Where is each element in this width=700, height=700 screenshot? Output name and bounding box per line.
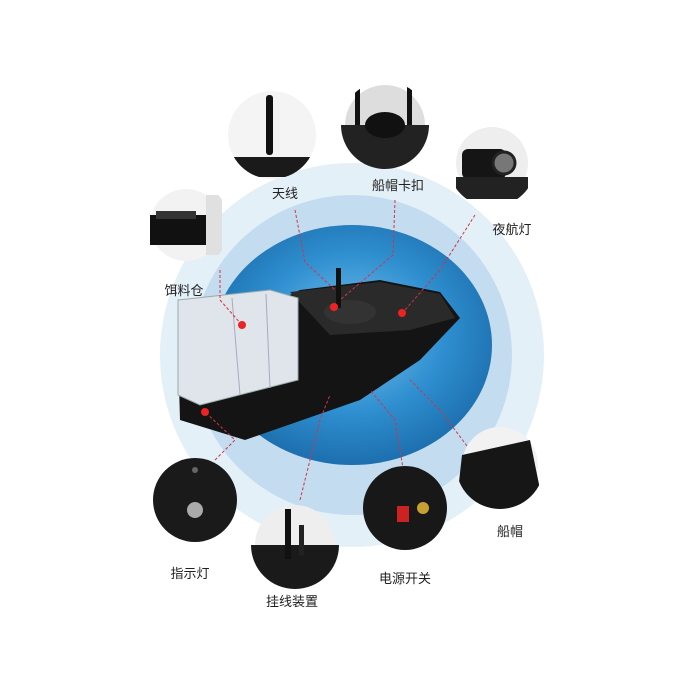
bait-hopper-thumbnail — [150, 189, 222, 261]
label-bait-hopper: 饵料仓 — [164, 284, 203, 299]
leader-lines — [204, 199, 476, 501]
antenna-thumbnail — [228, 91, 316, 179]
label-antenna: 天线 — [272, 187, 298, 202]
label-hatch-clip: 船帽卡扣 — [372, 178, 424, 194]
label-line-release: 挂线装置 — [266, 595, 318, 610]
hatch-clip-thumbnail — [341, 85, 429, 169]
label-power-switch: 电源开关 — [379, 572, 431, 587]
label-indicator-light: 指示灯 — [170, 567, 209, 582]
boat-image — [177, 268, 460, 440]
night-light-thumbnail — [456, 127, 528, 199]
hull-cover-thumbnail — [456, 427, 544, 509]
label-hull-cover: 船帽 — [497, 524, 523, 540]
indicator-light-thumbnail — [153, 458, 237, 542]
label-night-light: 夜航灯 — [492, 222, 531, 238]
power-switch-thumbnail — [363, 466, 447, 550]
